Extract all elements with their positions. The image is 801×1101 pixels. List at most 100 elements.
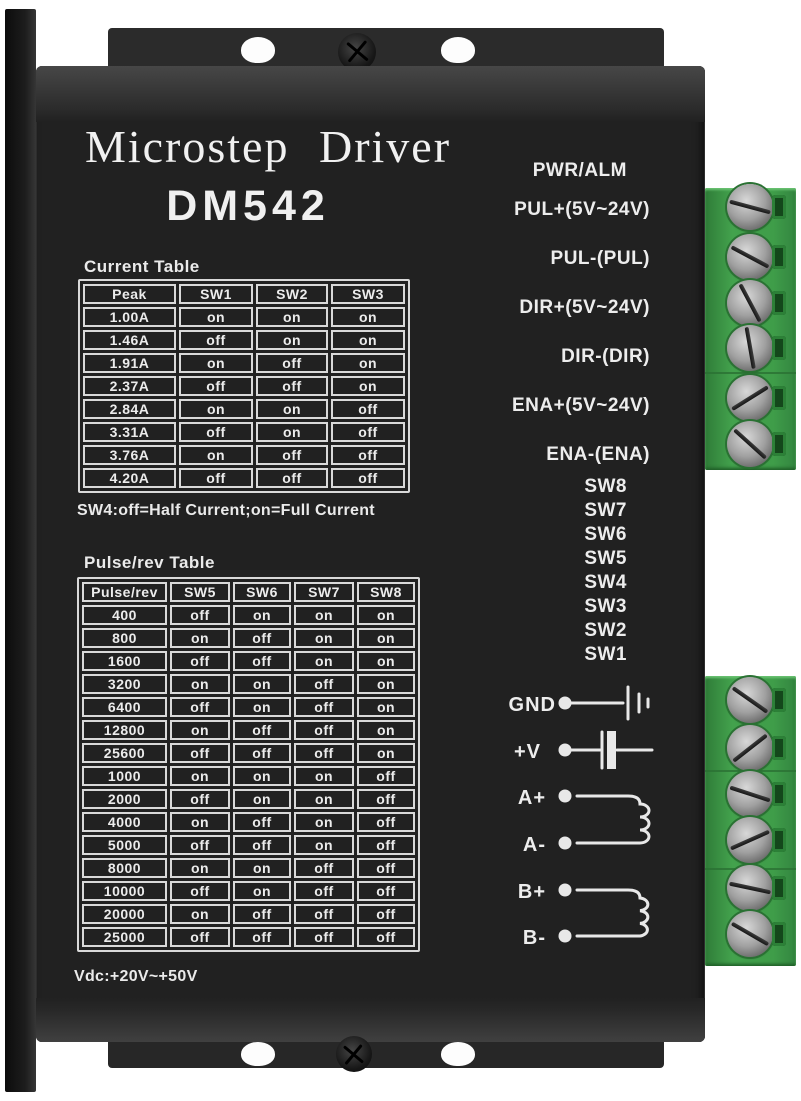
value-cell: 2.37A [83, 376, 176, 396]
switch-state-cell: off [357, 789, 415, 809]
switch-state-cell: on [331, 353, 405, 373]
value-cell: 400 [82, 605, 167, 625]
switch-state-cell: on [357, 651, 415, 671]
switch-state-cell: off [179, 468, 253, 488]
column-header: SW7 [294, 582, 354, 602]
screw-slot [738, 283, 762, 323]
switch-state-cell: on [233, 697, 291, 717]
value-cell: 1000 [82, 766, 167, 786]
switch-state-cell: off [294, 720, 354, 740]
switch-state-cell: on [294, 789, 354, 809]
switch-state-cell: off [294, 904, 354, 924]
switch-state-cell: off [294, 927, 354, 947]
mounting-bracket [5, 9, 36, 1092]
wire-entry-slot [772, 291, 786, 315]
value-cell: 5000 [82, 835, 167, 855]
switch-state-cell: off [331, 445, 405, 465]
terminal-screw [727, 911, 773, 957]
value-cell: 800 [82, 628, 167, 648]
switch-state-cell: on [256, 330, 328, 350]
value-cell: 4.20A [83, 468, 176, 488]
switch-state-cell: on [233, 858, 291, 878]
switch-state-cell: on [170, 812, 230, 832]
switch-state-cell: off [179, 376, 253, 396]
switch-state-cell: off [170, 881, 230, 901]
switch-state-cell: on [294, 605, 354, 625]
switch-state-cell: on [256, 307, 328, 327]
dip-switch-label: SW2 [584, 620, 627, 641]
switch-state-cell: on [357, 743, 415, 763]
column-header: SW8 [357, 582, 415, 602]
switch-state-cell: off [233, 904, 291, 924]
switch-state-cell: on [233, 674, 291, 694]
switch-state-cell: on [357, 674, 415, 694]
value-cell: 3.31A [83, 422, 176, 442]
switch-state-cell: on [233, 881, 291, 901]
signal-label: DIR-(DIR) [561, 346, 650, 367]
terminal-block-signal [705, 184, 796, 470]
value-cell: 25600 [82, 743, 167, 763]
switch-state-cell: off [294, 743, 354, 763]
switch-state-cell: on [233, 605, 291, 625]
mounting-hole [441, 1042, 475, 1066]
switch-state-cell: on [256, 399, 328, 419]
terminal-screw [727, 325, 773, 371]
switch-state-cell: on [294, 651, 354, 671]
switch-state-cell: on [294, 766, 354, 786]
current-table-title: Current Table [84, 257, 200, 276]
switch-state-cell: on [233, 789, 291, 809]
terminal-screw [727, 865, 773, 911]
switch-state-cell: off [233, 927, 291, 947]
switch-state-cell: off [357, 904, 415, 924]
screw-slot [730, 385, 770, 412]
value-cell: 25000 [82, 927, 167, 947]
column-header: SW2 [256, 284, 328, 304]
switch-state-cell: off [179, 330, 253, 350]
mounting-hole [441, 37, 475, 63]
terminal-screw [727, 817, 773, 863]
switch-state-cell: off [357, 881, 415, 901]
switch-state-cell: on [357, 605, 415, 625]
switch-state-cell: off [294, 674, 354, 694]
wire-entry-slot [772, 688, 786, 712]
value-cell: 1.46A [83, 330, 176, 350]
switch-state-cell: off [170, 743, 230, 763]
switch-state-cell: on [170, 628, 230, 648]
wire-entry-slot [772, 782, 786, 806]
wire-entry-slot [772, 922, 786, 946]
switch-state-cell: off [331, 422, 405, 442]
switch-state-cell: on [256, 422, 328, 442]
screw-slot [729, 829, 771, 851]
mounting-hole [241, 37, 275, 63]
screw-slot [732, 428, 768, 460]
value-cell: 3200 [82, 674, 167, 694]
switch-state-cell: off [170, 697, 230, 717]
value-cell: 4000 [82, 812, 167, 832]
switch-state-cell: off [294, 697, 354, 717]
switch-state-cell: off [170, 651, 230, 671]
switch-state-cell: on [179, 445, 253, 465]
value-cell: 1.00A [83, 307, 176, 327]
terminal-block-seam [705, 372, 796, 374]
screw-slot [732, 733, 768, 763]
value-cell: 2.84A [83, 399, 176, 419]
pulse-rev-table-title: Pulse/rev Table [84, 553, 215, 572]
case-top-bevel [36, 66, 705, 122]
switch-state-cell: on [170, 720, 230, 740]
model-number: DM542 [166, 182, 330, 230]
